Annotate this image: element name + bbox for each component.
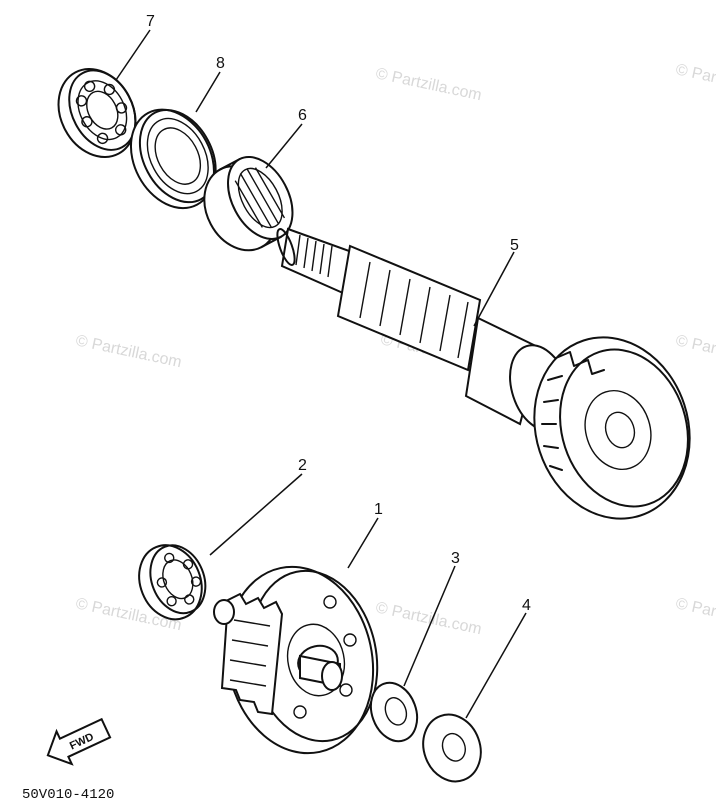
- callout-4: 4: [522, 597, 531, 614]
- callout-5: 5: [510, 237, 519, 254]
- part-4-washer: [422, 713, 482, 783]
- part-1-gear: [213, 565, 379, 755]
- callout-3: 3: [451, 550, 460, 567]
- part-7-bearing: [57, 68, 137, 158]
- part-8-oil-seal: [129, 108, 217, 210]
- part-5-shaft: [276, 227, 691, 520]
- callout-6: 6: [298, 107, 307, 124]
- part-6-needle-bearing: [203, 155, 294, 252]
- callout-numbers: 7 8 6 5 2 1 3 4: [146, 13, 531, 614]
- part-2-bearing: [138, 544, 207, 621]
- watermark-1: © Partzilla.com: [374, 65, 483, 104]
- callout-1: 1: [374, 501, 383, 518]
- callout-2: 2: [298, 457, 307, 474]
- watermark-7: © Partzilla.com: [374, 599, 483, 638]
- watermark-5: © Partzilla.com: [674, 332, 716, 371]
- callout-leaders: [115, 29, 527, 719]
- callout-7: 7: [146, 13, 155, 30]
- part-3-washer: [369, 681, 419, 743]
- fwd-arrow-icon: FWD: [46, 717, 112, 766]
- watermark-8: © Partzilla.com: [674, 595, 716, 634]
- watermark-2: © Partzilla.com: [674, 61, 716, 100]
- watermark-3: © Partzilla.com: [74, 332, 183, 371]
- part-code: 50V010-4120: [22, 787, 114, 803]
- callout-8: 8: [216, 55, 225, 72]
